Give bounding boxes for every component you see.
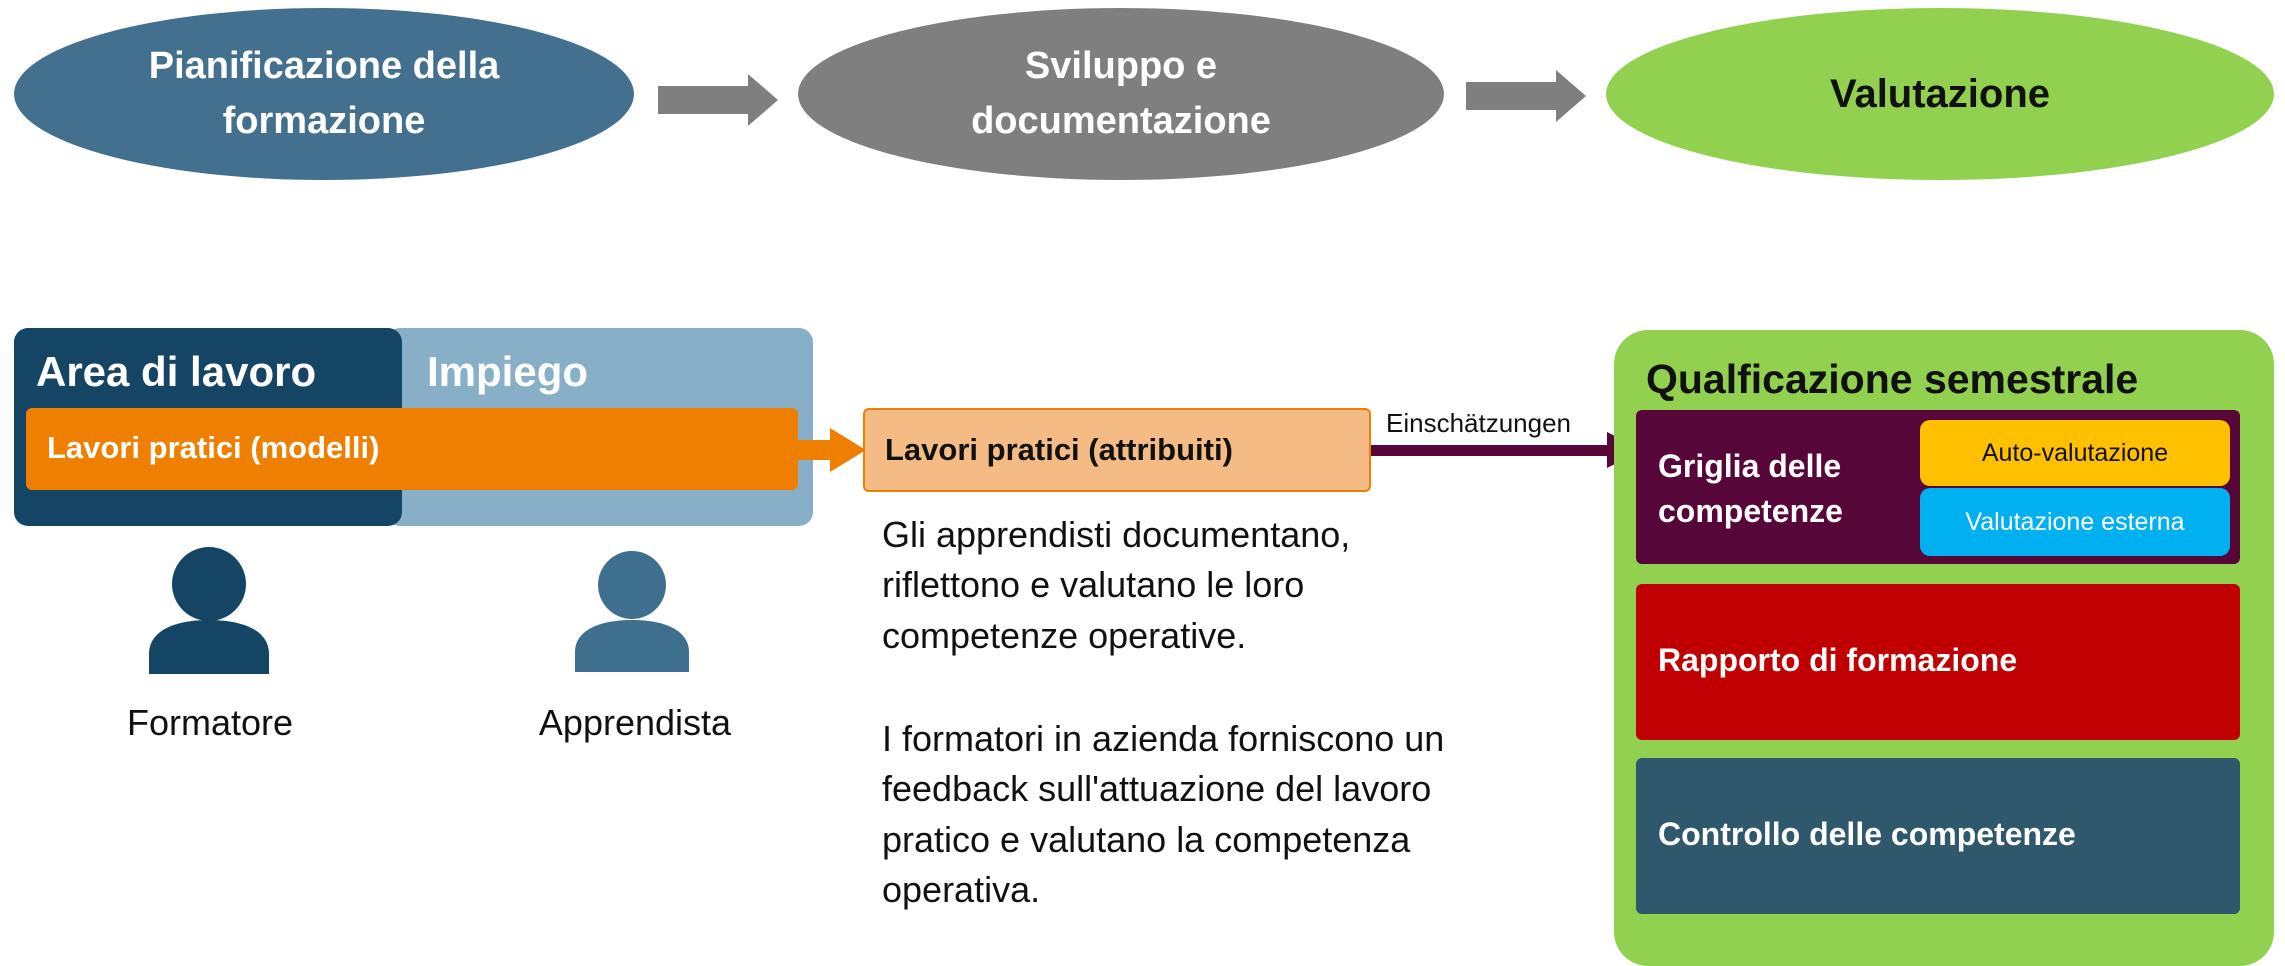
- trainer-label: Formatore: [126, 702, 294, 743]
- step-evaluation: Valutazione: [1606, 8, 2274, 180]
- practical-works-assigned-label: Lavori pratici (attribuiti): [885, 432, 1233, 467]
- step-development-line1: Sviluppo e: [1024, 44, 1218, 87]
- connector-label: Einschätzungen: [1386, 408, 1572, 438]
- assessment-connector-arrow: [1371, 432, 1643, 468]
- competence-grid-label: Griglia delle competenze: [1658, 444, 1843, 534]
- description-trainers: I formatori in azienda forniscono un fee…: [882, 714, 1444, 916]
- competence-grid-line2: competenze: [1658, 492, 1843, 529]
- flow-arrow-1: [658, 74, 778, 126]
- description-apprentices-line: Gli apprendisti documentano,: [882, 514, 1351, 555]
- external-assessment-badge: Valutazione esterna: [1920, 488, 2230, 556]
- description-trainers-line: pratico e valutano la competenza: [882, 818, 1411, 860]
- description-trainers-line: operativa.: [882, 869, 1041, 911]
- step-planning-line2: formazione: [222, 100, 426, 142]
- competence-check-box: Controllo delle competenze: [1636, 758, 2240, 914]
- description-apprentices-line: riflettono e valutano le loro: [882, 564, 1305, 606]
- work-area-title: Area di lavoro: [36, 348, 317, 395]
- practical-works-models-bar: Lavori pratici (modelli): [26, 408, 798, 490]
- competence-check-label: Controllo delle competenze: [1658, 816, 2076, 852]
- step-evaluation-label: Valutazione: [1829, 72, 2051, 116]
- step-planning: Pianificazione della formazione: [14, 8, 634, 180]
- training-report-label: Rapporto di formazione: [1658, 642, 2018, 678]
- impiego-title: Impiego: [427, 348, 589, 395]
- training-report-box: Rapporto di formazione: [1636, 584, 2240, 740]
- self-assessment-badge: Auto-valutazione: [1920, 420, 2230, 486]
- practical-works-assigned-box: Lavori pratici (attribuiti): [863, 408, 1371, 492]
- apprentice-person-icon: [575, 551, 689, 672]
- description-apprentices-line: competenze operative.: [882, 614, 1247, 656]
- practical-works-models-label: Lavori pratici (modelli): [47, 430, 380, 465]
- step-development-line2: documentazione: [971, 100, 1271, 142]
- apprentice-label: Apprendista: [538, 702, 732, 743]
- competence-grid-line1: Griglia delle: [1658, 448, 1842, 484]
- flow-arrow-2: [1466, 70, 1586, 122]
- step-development: Sviluppo e documentazione: [798, 8, 1444, 180]
- models-to-assigned-arrow: [798, 428, 866, 472]
- step-planning-line1: Pianificazione della: [148, 44, 500, 87]
- trainer-person-icon: [149, 547, 269, 674]
- semester-qualification-title: Qualficazione semestrale: [1646, 356, 2139, 402]
- description-trainers-line: feedback sull'attuazione del lavoro: [882, 768, 1432, 810]
- description-trainers-line: I formatori in azienda forniscono un: [882, 718, 1445, 759]
- description-apprentices: Gli apprendisti documentano, riflettono …: [882, 510, 1350, 661]
